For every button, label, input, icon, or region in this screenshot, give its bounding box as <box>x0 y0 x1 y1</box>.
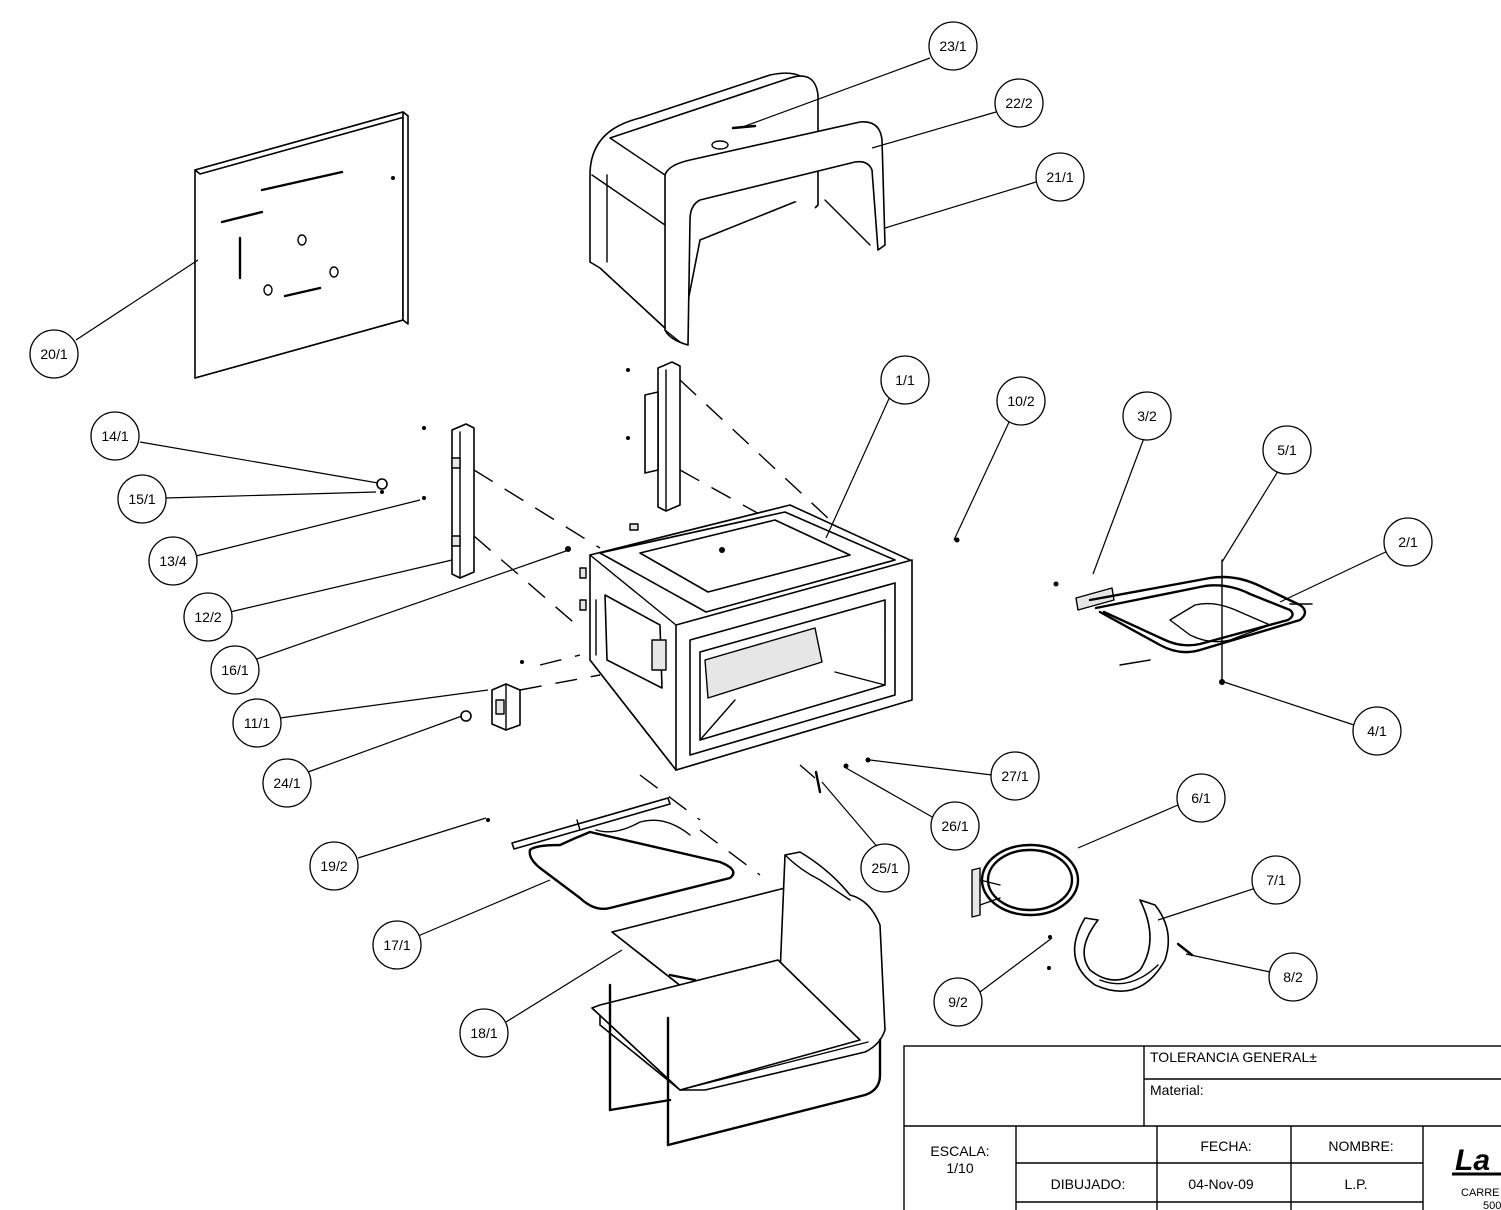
balloon-14-1: 14/1 <box>90 411 140 461</box>
leader-lines <box>75 57 1395 1023</box>
material-label: Material: <box>1150 1082 1204 1098</box>
svg-text:8/2: 8/2 <box>1283 969 1303 985</box>
balloon-5-1: 5/1 <box>1262 425 1312 475</box>
svg-text:1/1: 1/1 <box>895 372 915 388</box>
assembly-lines <box>473 379 831 876</box>
balloon-20-1: 20/1 <box>29 329 79 379</box>
balloon-2-1: 2/1 <box>1383 517 1433 567</box>
svg-text:25/1: 25/1 <box>871 860 898 876</box>
svg-text:13/4: 13/4 <box>159 553 186 569</box>
part-oven-cavity <box>579 504 913 771</box>
svg-text:23/1: 23/1 <box>939 38 966 54</box>
balloon-16-1: 16/1 <box>210 645 260 695</box>
svg-text:2/1: 2/1 <box>1398 534 1418 550</box>
drawn-label: DIBUJADO: <box>1051 1176 1126 1192</box>
part-left-rail <box>422 423 475 579</box>
svg-text:17/1: 17/1 <box>383 937 410 953</box>
balloon-8-2: 8/2 <box>1268 952 1318 1002</box>
balloon-26-1: 26/1 <box>930 801 980 851</box>
part-circular-elements <box>971 843 1194 992</box>
balloon-21-1: 21/1 <box>1035 152 1085 202</box>
svg-text:15/1: 15/1 <box>128 491 155 507</box>
name-label: NOMBRE: <box>1328 1138 1393 1154</box>
name-value: L.P. <box>1344 1176 1367 1192</box>
balloon-18-1: 18/1 <box>459 1008 509 1058</box>
svg-text:5/1: 5/1 <box>1277 442 1297 458</box>
balloon-25-1: 25/1 <box>860 843 910 893</box>
part-fasteners <box>376 478 1225 970</box>
svg-text:11/1: 11/1 <box>244 715 270 731</box>
svg-text:18/1: 18/1 <box>470 1025 497 1041</box>
part-bottom-frame <box>591 851 886 1147</box>
scale-value: 1/10 <box>946 1160 973 1176</box>
balloon-7-1: 7/1 <box>1251 855 1301 905</box>
tolerance-label: TOLERANCIA GENERAL± <box>1150 1049 1317 1065</box>
part-outer-top-cover <box>589 72 886 346</box>
svg-text:9/2: 9/2 <box>948 994 968 1010</box>
date-value: 04-Nov-09 <box>1188 1176 1254 1192</box>
balloon-24-1: 24/1 <box>262 758 312 808</box>
balloon-12-2: 12/2 <box>183 592 233 642</box>
svg-text:14/1: 14/1 <box>101 428 128 444</box>
part-grill-element <box>1075 559 1313 683</box>
balloon-23-1: 23/1 <box>928 21 978 71</box>
balloon-22-2: 22/2 <box>994 78 1044 128</box>
svg-text:20/1: 20/1 <box>40 346 67 362</box>
date-label: FECHA: <box>1200 1138 1251 1154</box>
svg-text:12/2: 12/2 <box>194 609 221 625</box>
balloon-15-1: 15/1 <box>117 474 167 524</box>
balloon-19-2: 19/2 <box>309 841 359 891</box>
balloon-17-1: 17/1 <box>372 920 422 970</box>
company-name: CARRE <box>1461 1187 1500 1199</box>
svg-text:La: La <box>1455 1144 1490 1177</box>
part-center-bracket <box>626 361 681 512</box>
part-bottom-element <box>511 797 735 911</box>
balloon-3-2: 3/2 <box>1122 391 1172 441</box>
svg-text:4/1: 4/1 <box>1367 723 1387 739</box>
balloon-9-2: 9/2 <box>933 977 983 1027</box>
balloon-1-1: 1/1 <box>880 355 930 405</box>
svg-text:26/1: 26/1 <box>941 818 968 834</box>
part-back-panel <box>194 111 409 379</box>
balloon-13-4: 13/4 <box>148 536 198 586</box>
svg-text:21/1: 21/1 <box>1046 169 1073 185</box>
svg-text:6/1: 6/1 <box>1191 790 1211 806</box>
balloon-27-1: 27/1 <box>990 751 1040 801</box>
svg-text:7/1: 7/1 <box>1266 872 1286 888</box>
company-logo: La <box>1452 1144 1501 1177</box>
svg-text:19/2: 19/2 <box>320 858 347 874</box>
svg-text:22/2: 22/2 <box>1005 95 1032 111</box>
balloon-6-1: 6/1 <box>1176 773 1226 823</box>
svg-text:24/1: 24/1 <box>273 775 300 791</box>
part-switch-block <box>460 660 524 731</box>
svg-text:10/2: 10/2 <box>1007 393 1034 409</box>
svg-text:3/2: 3/2 <box>1137 408 1157 424</box>
balloon-4-1: 4/1 <box>1352 706 1402 756</box>
scale-label: ESCALA: <box>930 1143 989 1159</box>
svg-text:16/1: 16/1 <box>221 662 248 678</box>
balloon-11-1: 11/1 <box>232 698 282 748</box>
title-block: TOLERANCIA GENERAL± Material: ESCALA: 1/… <box>903 1045 1501 1210</box>
company-code: 500 <box>1483 1200 1501 1210</box>
balloon-10-2: 10/2 <box>996 376 1046 426</box>
svg-text:27/1: 27/1 <box>1001 768 1028 784</box>
